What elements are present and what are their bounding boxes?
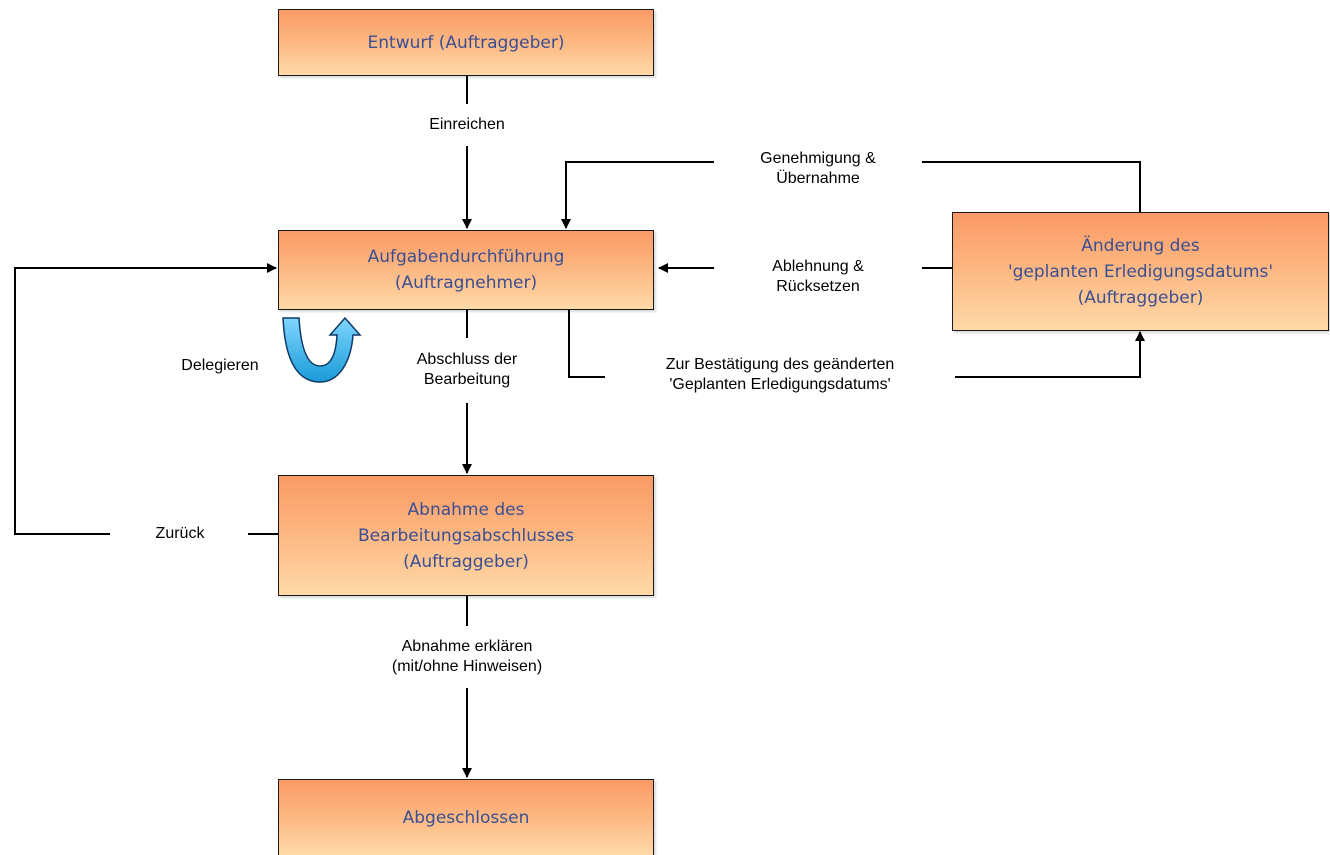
edge-genehmigung-left xyxy=(561,161,714,229)
edge-label-abnahme-erklaeren-line-1: Abnahme erklären xyxy=(401,638,533,655)
edge-label-delegieren-text: Delegieren xyxy=(181,357,259,374)
edge-label-bestaetigung-line-2: 'Geplanten Erledigungsdatums' xyxy=(669,376,891,393)
edge-bestaetigung-right xyxy=(955,331,1145,378)
edge-label-zurueck: Zurück xyxy=(118,524,242,544)
edge-bestaetigung-left xyxy=(568,310,605,378)
node-entwurf[interactable]: Entwurf (Auftraggeber) xyxy=(278,9,654,76)
node-aufgabendurchfuehrung[interactable]: Aufgabendurchführung (Auftragnehmer) xyxy=(278,230,654,310)
edge-label-genehmigung: Genehmigung & Übernahme xyxy=(718,149,918,189)
edge-label-ablehnung-line-1: Ablehnung & xyxy=(772,258,864,275)
node-aenderung-line-3: (Auftraggeber) xyxy=(1077,287,1204,308)
edge-label-delegieren: Delegieren xyxy=(160,356,280,376)
node-abnahme-line-3: (Auftraggeber) xyxy=(403,551,529,572)
node-aenderung-line-2: 'geplanten Erledigungsdatums' xyxy=(1007,261,1274,282)
edge-label-abnahme-erklaeren-line-2: (mit/ohne Hinweisen) xyxy=(391,658,543,675)
edge-zurueck-left xyxy=(14,263,277,535)
node-entwurf-label: Entwurf (Auftraggeber) xyxy=(367,32,565,53)
node-abgeschlossen[interactable]: Abgeschlossen xyxy=(278,779,654,855)
edge-label-abschluss: Abschluss der Bearbeitung xyxy=(377,350,557,390)
edge-label-abschluss-line-1: Abschluss der xyxy=(416,351,518,368)
edge-label-genehmigung-line-2: Übernahme xyxy=(776,170,860,187)
edge-label-genehmigung-line-1: Genehmigung & xyxy=(760,150,876,167)
delegate-loop-icon xyxy=(282,316,362,383)
edge-label-einreichen: Einreichen xyxy=(387,115,547,135)
edge-label-abschluss-line-2: Bearbeitung xyxy=(423,371,511,388)
edge-label-ablehnung: Ablehnung & Rücksetzen xyxy=(718,257,918,297)
node-aufgabendurchfuehrung-line-2: (Auftragnehmer) xyxy=(394,273,538,293)
node-abnahme-line-2: Bearbeitungsabschlusses xyxy=(357,525,575,546)
node-abnahme[interactable]: Abnahme des Bearbeitungsabschlusses (Auf… xyxy=(278,475,654,596)
edge-label-abnahme-erklaeren: Abnahme erklären (mit/ohne Hinweisen) xyxy=(357,637,577,677)
edge-label-ablehnung-line-2: Rücksetzen xyxy=(776,278,860,295)
node-abnahme-line-1: Abnahme des xyxy=(407,499,525,520)
edge-genehmigung-right xyxy=(922,161,1141,212)
edge-label-zurueck-text: Zurück xyxy=(155,525,205,542)
node-aenderung-line-1: Änderung des xyxy=(1081,235,1200,256)
edge-label-bestaetigung: Zur Bestätigung des geänderten 'Geplante… xyxy=(600,355,960,395)
node-aenderung[interactable]: Änderung des 'geplanten Erledigungsdatum… xyxy=(952,212,1329,331)
edge-label-einreichen-text: Einreichen xyxy=(429,116,505,133)
edge-label-bestaetigung-line-1: Zur Bestätigung des geänderten xyxy=(665,356,895,373)
node-aufgabendurchfuehrung-line-1: Aufgabendurchführung xyxy=(367,247,565,267)
node-abgeschlossen-label: Abgeschlossen xyxy=(402,807,530,828)
